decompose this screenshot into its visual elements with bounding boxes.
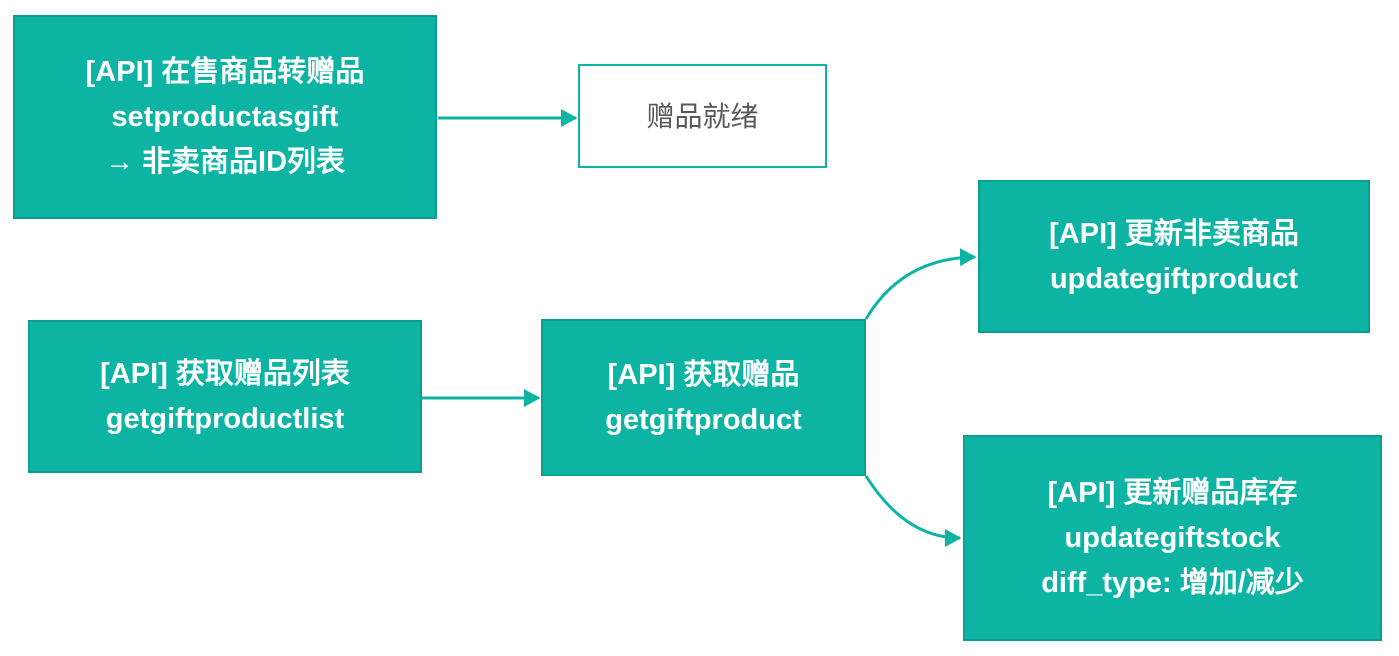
node-text-line: updategiftstock <box>1064 521 1281 554</box>
node-gift-ready: 赠品就绪 <box>578 64 827 168</box>
node-text-line: getgiftproduct <box>605 403 802 436</box>
node-text-line: 赠品就绪 <box>646 100 759 132</box>
node-text-line: [API] 获取赠品 <box>607 358 800 391</box>
node-text-line: updategiftproduct <box>1049 262 1299 295</box>
node-text-line: getgiftproductlist <box>105 402 345 435</box>
node-get-gift-product: [API] 获取赠品 getgiftproduct <box>541 319 866 476</box>
node-text-line: [API] 更新非卖商品 <box>1049 217 1299 250</box>
node-text-line: [API] 更新赠品库存 <box>1047 476 1298 509</box>
node-get-gift-product-list: [API] 获取赠品列表 getgiftproductlist <box>28 320 422 473</box>
edge-getgiftproduct-to-updategiftstock <box>864 475 962 547</box>
node-set-product-as-gift: [API] 在售商品转赠品 setproductasgift → 非卖商品ID列… <box>13 15 437 219</box>
node-text-line: [API] 获取赠品列表 <box>100 357 350 390</box>
edge-getgiftproduct-to-updategiftproduct <box>864 248 977 320</box>
node-text-line: [API] 在售商品转赠品 <box>85 55 365 88</box>
node-update-gift-stock: [API] 更新赠品库存 updategiftstock diff_type: … <box>963 435 1382 641</box>
node-text-line: setproductasgift <box>111 100 339 133</box>
node-update-gift-product: [API] 更新非卖商品 updategiftproduct <box>978 180 1370 333</box>
node-text-line: diff_type: 增加/减少 <box>1041 566 1304 599</box>
node-text-line: → 非卖商品ID列表 <box>104 145 346 178</box>
